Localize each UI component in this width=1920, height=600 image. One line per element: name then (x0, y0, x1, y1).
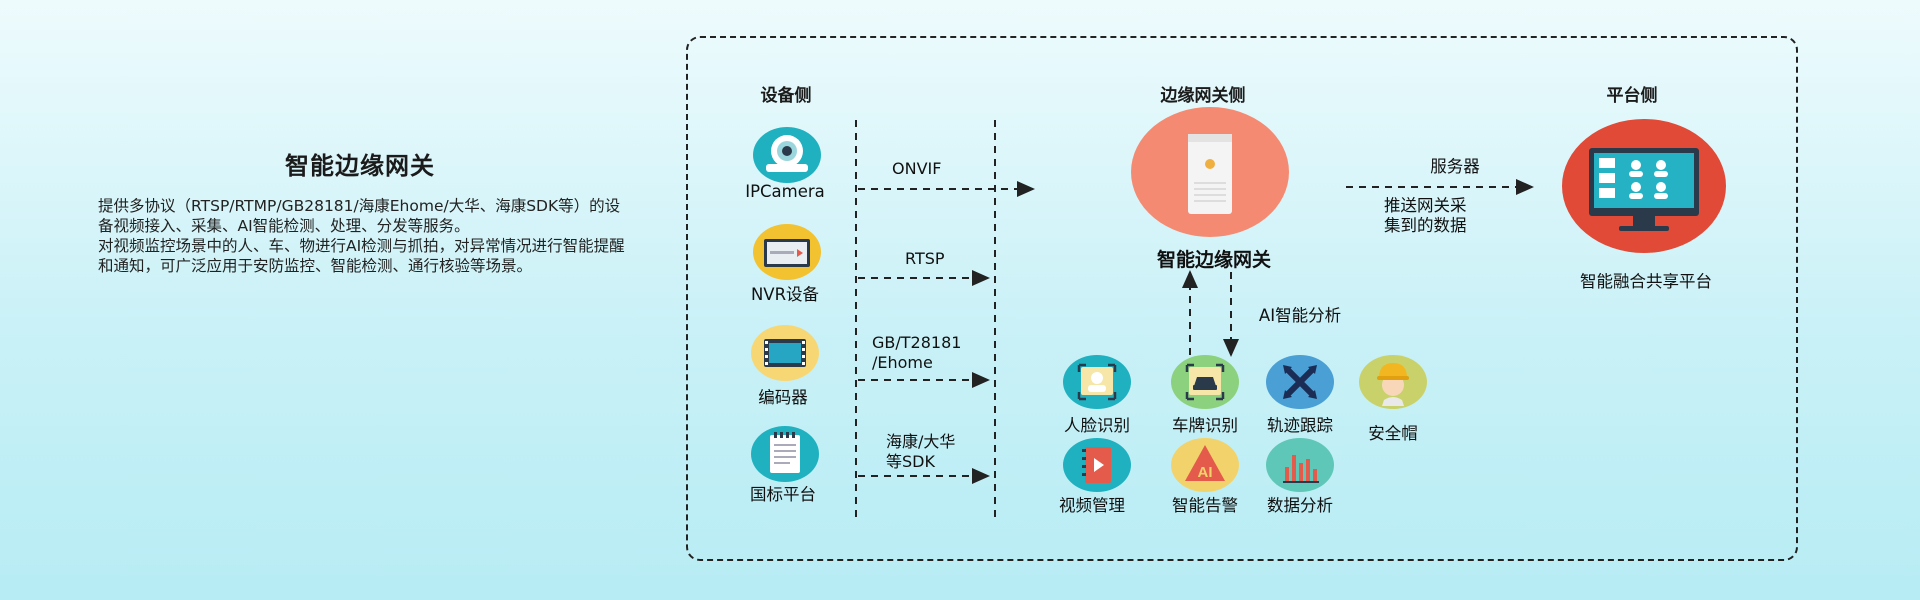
protocol-gbt28181: GB/T28181 /Ehome (872, 333, 962, 372)
document-icon (750, 425, 820, 487)
encoder-icon (750, 324, 820, 386)
track-icon (1265, 354, 1335, 414)
feature-label-plate: 车牌识别 (1172, 416, 1238, 435)
protocol-onvif: ONVIF (892, 159, 942, 178)
platform-side-title: 平台侧 (1606, 86, 1658, 106)
feature-label-video: 视频管理 (1059, 496, 1125, 515)
feature-label-alarm: 智能告警 (1172, 496, 1238, 515)
alarm-icon: AI (1170, 437, 1240, 497)
device-label-ipcamera: IPCamera (745, 182, 825, 201)
device-label-national-platform: 国标平台 (750, 485, 816, 504)
nvr-device-icon (752, 223, 822, 285)
feature-label-track: 轨迹跟踪 (1267, 416, 1333, 435)
device-label-encoder: 编码器 (758, 388, 808, 407)
feature-label-face: 人脸识别 (1064, 416, 1130, 435)
diagram-frame (686, 36, 1798, 561)
description-paragraph-1: 提供多协议（RTSP/RTMP/GB28181/海康Ehome/大华、海康SDK… (98, 197, 621, 235)
data-analysis-icon (1265, 437, 1335, 497)
svg-text:AI: AI (1198, 464, 1213, 481)
gateway-side-title: 边缘网关侧 (1160, 86, 1246, 106)
gateway-label: 智能边缘网关 (1156, 249, 1272, 271)
ai-analysis-label: AI智能分析 (1258, 306, 1342, 325)
plate-recognition-icon (1170, 354, 1240, 414)
platform-label: 智能融合共享平台 (1580, 272, 1712, 291)
server-sublabel: 推送网关采 集到的数据 (1384, 196, 1467, 235)
protocol-rtsp: RTSP (905, 249, 945, 268)
protocol-sdk: 海康/大华 等SDK (886, 432, 956, 471)
feature-label-data: 数据分析 (1267, 496, 1333, 515)
description-paragraph-2: 对视频监控场景中的人、车、物进行AI检测与抓拍，对异常情况进行智能提醒和通知，可… (98, 237, 625, 275)
description: 提供多协议（RTSP/RTMP/GB28181/海康Ehome/大华、海康SDK… (98, 196, 628, 276)
monitor-icon (1561, 118, 1727, 258)
server-icon (1130, 106, 1290, 242)
server-label: 服务器 (1430, 157, 1480, 176)
device-label-nvr: NVR设备 (750, 285, 820, 304)
page-title: 智能边缘网关 (285, 152, 435, 180)
video-management-icon (1062, 437, 1132, 497)
helmet-icon (1358, 354, 1428, 414)
face-recognition-icon (1062, 354, 1132, 414)
device-side-title: 设备侧 (760, 86, 812, 106)
feature-label-helmet: 安全帽 (1368, 424, 1418, 443)
ip-camera-icon (752, 126, 822, 188)
